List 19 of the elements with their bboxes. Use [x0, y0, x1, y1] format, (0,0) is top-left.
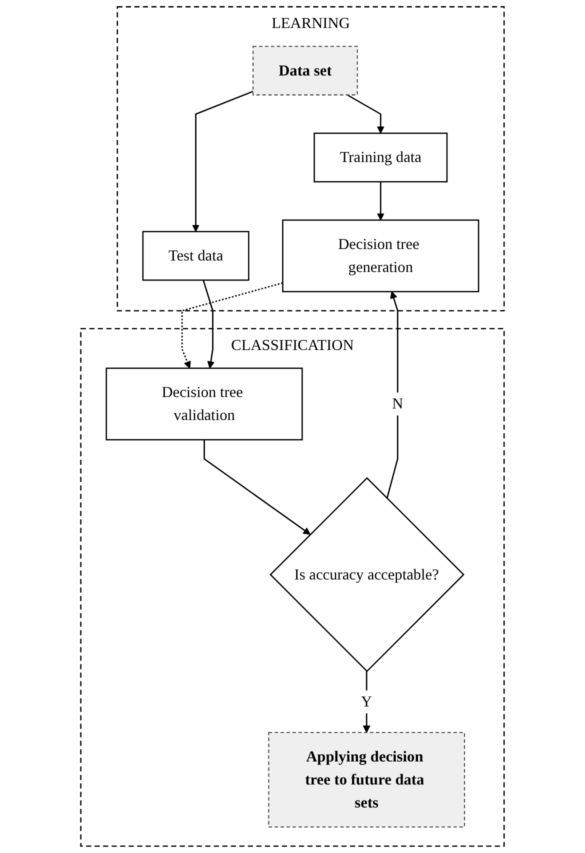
cluster [80, 328, 505, 847]
arrow [181, 282, 283, 369]
arrow [376, 182, 384, 220]
arrow [204, 440, 311, 535]
arrow [192, 90, 254, 232]
node-box [106, 368, 303, 440]
edge-label: Y [361, 692, 372, 710]
arrow [202, 280, 215, 369]
node-diamond [270, 477, 465, 672]
node-box [268, 732, 466, 828]
node-box [282, 219, 480, 292]
cluster [116, 6, 505, 312]
arrow [362, 671, 370, 733]
node-box [142, 230, 250, 281]
node-box [252, 46, 358, 96]
edge-label: N [392, 395, 404, 412]
node-box [314, 132, 448, 182]
arrow [386, 291, 398, 499]
arrow [347, 94, 384, 134]
